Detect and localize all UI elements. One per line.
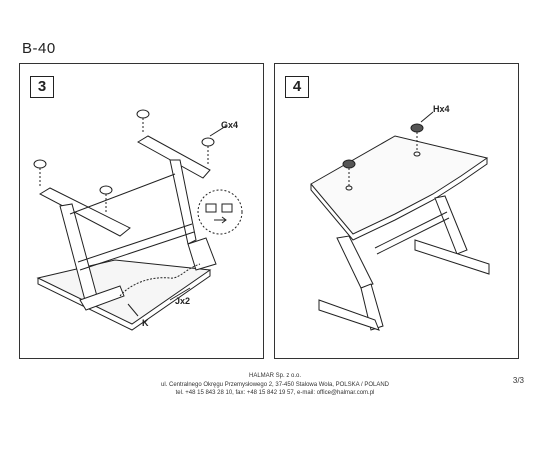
step-4-number: 4: [285, 76, 309, 98]
footer-contact: tel. +48 15 843 28 10, fax: +48 15 842 1…: [175, 390, 375, 396]
model-title: B-40: [22, 40, 56, 57]
callout-h: Hx4: [433, 104, 450, 114]
step-3-illustration: [33, 109, 243, 331]
step-3-panel: 3: [19, 63, 264, 359]
footer: HALMAR Sp. z o.o. ul. Centralnego Okręgu…: [0, 372, 550, 398]
footer-company: HALMAR Sp. z o.o.: [248, 373, 302, 379]
step-3-number: 3: [30, 76, 54, 98]
callout-k: K: [142, 318, 149, 328]
callout-g: Gx4: [221, 120, 239, 130]
footer-address: ul. Centralnego Okręgu Przemysłowego 2, …: [160, 381, 389, 388]
callout-j: Jx2: [175, 296, 191, 306]
step-4-illustration: [310, 111, 490, 331]
page-number: 3/3: [512, 376, 524, 385]
step-4-panel: 4 Hx4: [274, 63, 519, 359]
